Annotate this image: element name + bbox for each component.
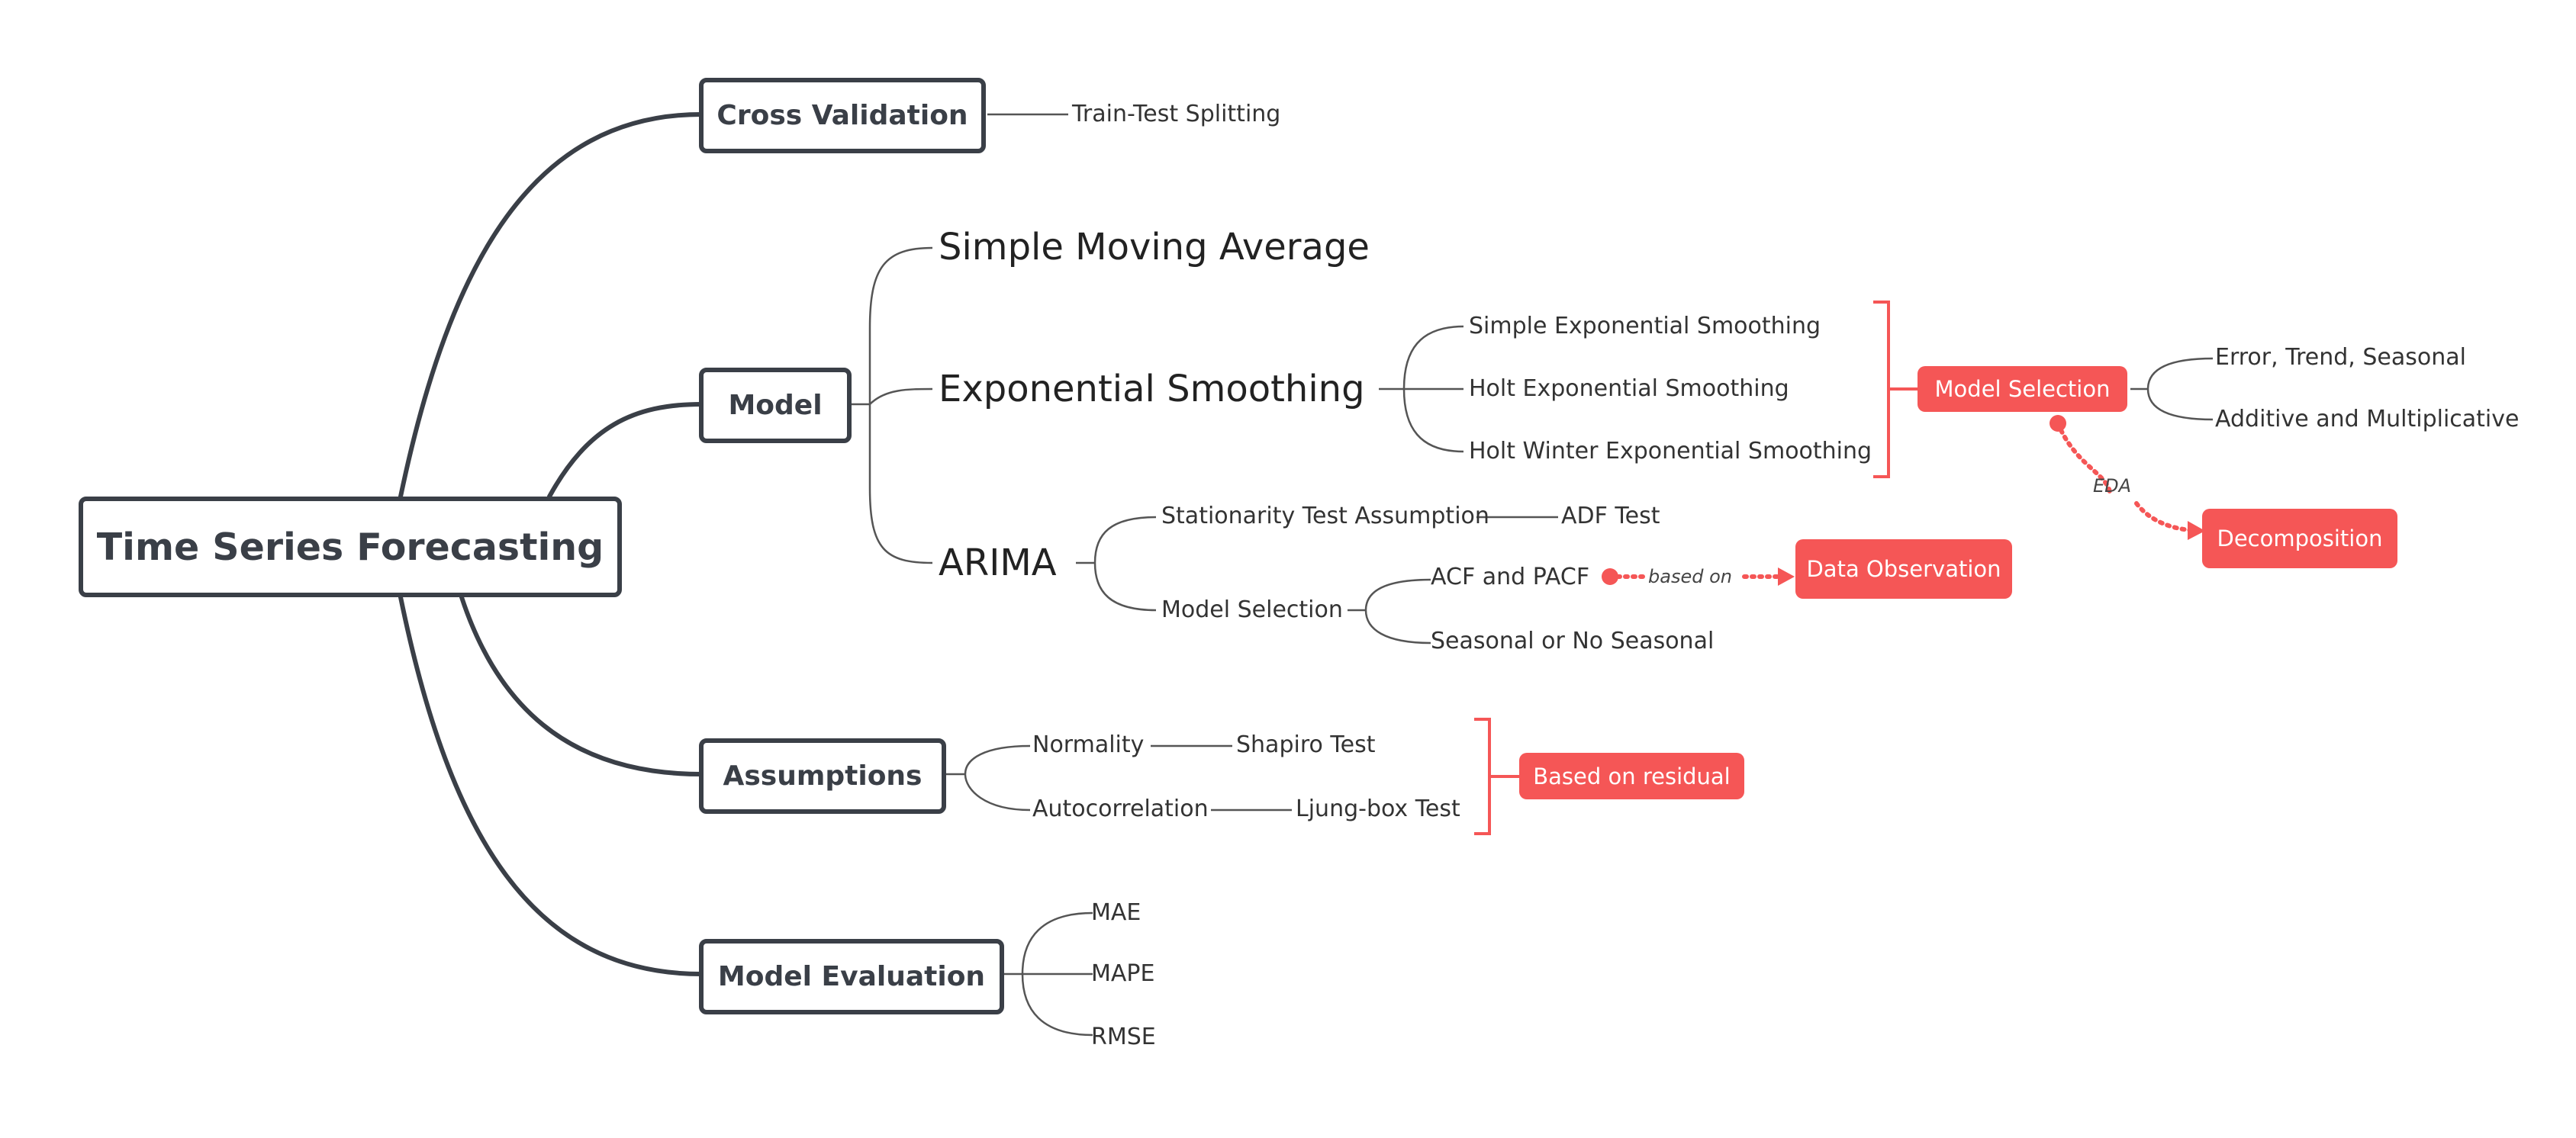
- topic-holt-exponential-smoothing[interactable]: Holt Exponential Smoothing: [1469, 375, 1789, 402]
- root-topic[interactable]: Time Series Forecasting: [79, 497, 622, 597]
- topic-arima[interactable]: ARIMA: [939, 542, 1057, 584]
- topic-simple-moving-average[interactable]: Simple Moving Average: [939, 226, 1370, 268]
- topic-holt-winter-exponential-smoothing[interactable]: Holt Winter Exponential Smoothing: [1469, 438, 1872, 465]
- topic-error-trend-seasonal[interactable]: Error, Trend, Seasonal: [2215, 344, 2466, 371]
- topic-seasonal-or-no-seasonal[interactable]: Seasonal or No Seasonal: [1431, 628, 1715, 654]
- callout-based-on-residual[interactable]: Based on residual: [1519, 753, 1744, 799]
- connector-arima-bracket: [1093, 516, 1157, 612]
- topic-simple-exponential-smoothing[interactable]: Simple Exponential Smoothing: [1469, 313, 1821, 339]
- summary-brackets: [1474, 301, 1923, 835]
- connector-ms-bracket: [1364, 578, 1431, 645]
- callout-data-observation[interactable]: Data Observation: [1795, 539, 2012, 599]
- based-on-start-dot: [1602, 568, 1618, 585]
- relationship-label-based-on[interactable]: based on: [1648, 566, 1732, 587]
- connector-assumptions: [459, 595, 704, 776]
- topic-arima-model-selection[interactable]: Model Selection: [1161, 596, 1343, 623]
- connector-model-bracket: [868, 246, 933, 564]
- topic-additive-and-multiplicative[interactable]: Additive and Multiplicative: [2215, 406, 2520, 432]
- topic-exponential-smoothing[interactable]: Exponential Smoothing: [939, 368, 1365, 410]
- topic-normality[interactable]: Normality: [1032, 731, 1145, 758]
- eda-arrowhead: [2188, 521, 2205, 540]
- topic-mae[interactable]: MAE: [1091, 899, 1141, 926]
- relationship-label-eda[interactable]: EDA: [2093, 475, 2132, 497]
- relationship-markers: [1602, 415, 2205, 586]
- connector-model: [547, 402, 704, 499]
- topic-assumptions[interactable]: Assumptions: [699, 738, 946, 814]
- connector-exponential-smoothing: [869, 387, 933, 405]
- residual-bracket: [1474, 718, 1491, 835]
- topic-rmse[interactable]: RMSE: [1091, 1024, 1156, 1050]
- connector-cross-validation: [398, 112, 704, 499]
- callout-model-selection[interactable]: Model Selection: [1918, 366, 2127, 412]
- sub-branch-connectors: [852, 113, 2214, 1037]
- topic-acf-and-pacf[interactable]: ACF and PACF: [1431, 564, 1590, 590]
- topic-stationarity-test-assumption[interactable]: Stationarity Test Assumption: [1161, 503, 1489, 529]
- connector-assumptions-bracket: [964, 744, 1031, 812]
- topic-autocorrelation[interactable]: Autocorrelation: [1032, 796, 1209, 822]
- based-on-arrowhead: [1778, 567, 1795, 586]
- topic-shapiro-test[interactable]: Shapiro Test: [1236, 731, 1376, 758]
- main-branch-connectors: [398, 112, 704, 976]
- eda-start-dot: [2050, 415, 2066, 432]
- topic-adf-test[interactable]: ADF Test: [1561, 503, 1660, 529]
- topic-ljung-box-test[interactable]: Ljung-box Test: [1296, 796, 1460, 822]
- topic-train-test-splitting[interactable]: Train-Test Splitting: [1072, 101, 1281, 127]
- topic-mape[interactable]: MAPE: [1091, 960, 1155, 987]
- connector-model-evaluation: [398, 595, 704, 976]
- topic-model[interactable]: Model: [699, 368, 852, 443]
- es-summary-bracket: [1873, 301, 1890, 478]
- callout-decomposition[interactable]: Decomposition: [2202, 509, 2397, 568]
- topic-cross-validation[interactable]: Cross Validation: [699, 78, 986, 153]
- topic-model-evaluation[interactable]: Model Evaluation: [699, 939, 1004, 1014]
- connector-summary-bracket: [2146, 357, 2214, 421]
- eda-line-top: [2056, 421, 2112, 494]
- eda-line-bottom: [2134, 501, 2192, 532]
